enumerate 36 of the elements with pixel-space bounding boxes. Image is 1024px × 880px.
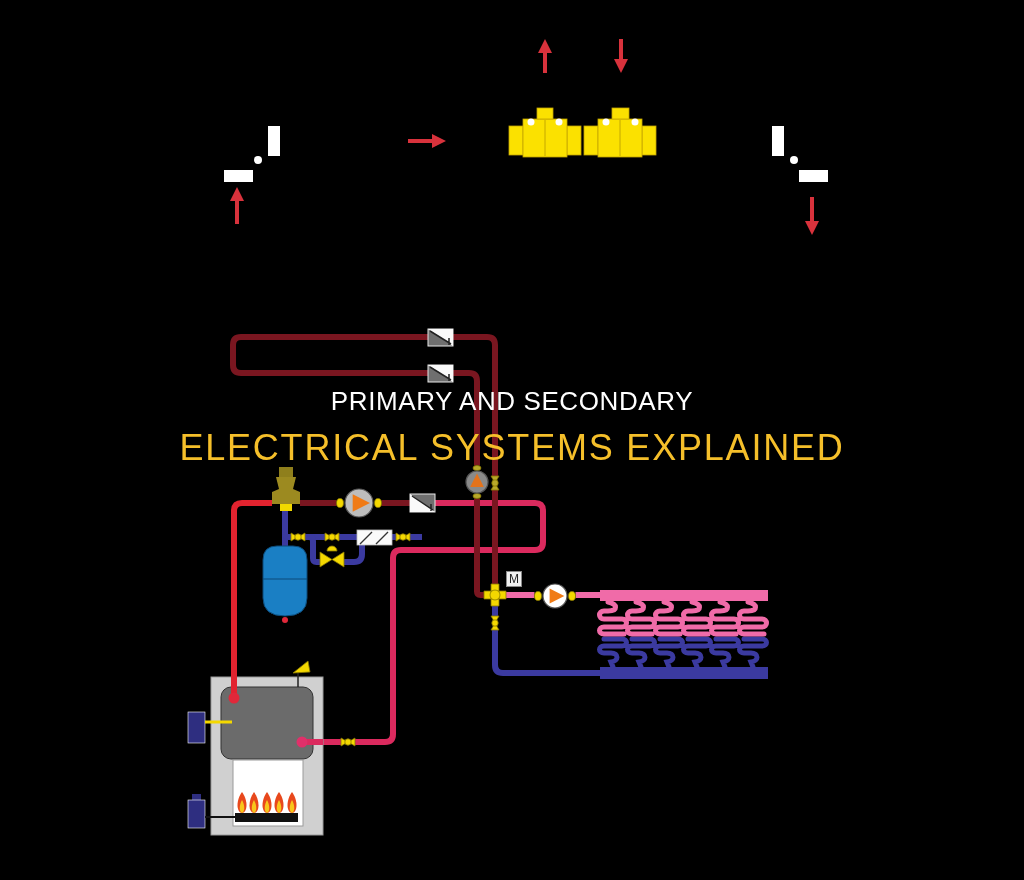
check-valve-icon (409, 493, 436, 513)
pipe (231, 500, 272, 661)
motor-actuator: M (506, 571, 522, 587)
pipe (575, 592, 600, 598)
pressure-reducing-valve-icon (319, 545, 345, 568)
check-valve-icon (427, 328, 454, 347)
pipe (300, 500, 337, 506)
pipe (453, 334, 498, 476)
pipe (305, 534, 320, 565)
backflow-preventer-icon (356, 529, 393, 546)
pipe (492, 630, 600, 676)
valve-icon (272, 467, 300, 511)
title: PRIMARY AND SECONDARY (330, 388, 694, 414)
radiant-floor-tubing (597, 590, 769, 679)
boiler (187, 660, 324, 836)
pump-icon (336, 488, 382, 518)
ball-valve-icon (340, 737, 356, 747)
mixing-valve-icon (483, 583, 507, 607)
pipe (230, 334, 428, 376)
ball-valve-icon (324, 532, 340, 542)
pipe (474, 498, 484, 598)
ball-valve-icon (395, 532, 411, 542)
ball-valve-icon (290, 532, 306, 542)
pump-icon (465, 465, 489, 499)
ball-valve-icon (490, 475, 500, 491)
pipe (381, 500, 410, 506)
check-valve-icon (427, 364, 454, 383)
pipe (410, 534, 422, 540)
pump-icon (534, 583, 576, 609)
pipe (355, 500, 546, 745)
pipe (492, 490, 498, 584)
pipe (506, 592, 535, 598)
ball-valve-icon (490, 615, 500, 631)
subtitle: ELECTRICAL SYSTEMS EXPLAINED (179, 434, 845, 463)
expansion-tank-icon (262, 545, 308, 623)
pipe (282, 511, 291, 540)
